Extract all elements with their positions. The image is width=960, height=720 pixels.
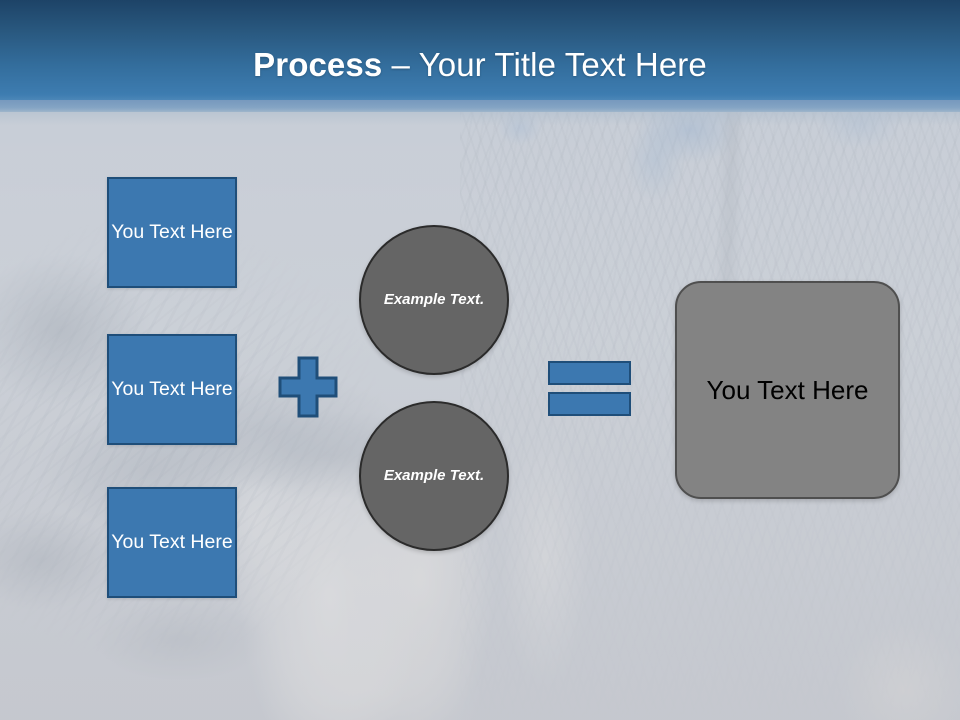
input-box-2[interactable]: You Text Here [107, 334, 237, 445]
page-title-emphasis: Process [253, 46, 383, 83]
factor-circle-1[interactable]: Example Text. [359, 225, 509, 375]
title-banner [0, 0, 960, 112]
equals-icon [548, 361, 631, 416]
input-box-3-label: You Text Here [111, 531, 233, 554]
input-box-1[interactable]: You Text Here [107, 177, 237, 288]
factor-circle-2-label: Example Text. [383, 467, 485, 485]
equals-bar-top [548, 361, 631, 385]
input-box-2-label: You Text Here [111, 378, 233, 401]
input-box-3[interactable]: You Text Here [107, 487, 237, 598]
result-box[interactable]: You Text Here [675, 281, 900, 499]
plus-icon [278, 356, 338, 418]
factor-circle-1-label: Example Text. [383, 291, 485, 309]
factor-circle-2[interactable]: Example Text. [359, 401, 509, 551]
result-box-label: You Text Here [706, 374, 869, 405]
page-title-rest: – Your Title Text Here [382, 46, 707, 83]
equals-bar-bottom [548, 392, 631, 416]
input-box-1-label: You Text Here [111, 221, 233, 244]
page-title: Process – Your Title Text Here [0, 48, 960, 81]
